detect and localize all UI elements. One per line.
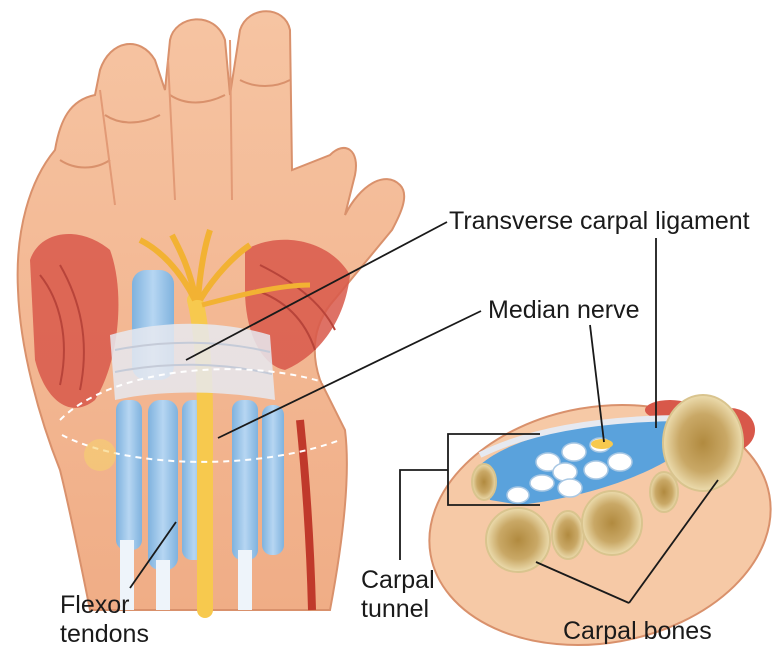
label-flexor-tendons-line1: Flexor: [60, 591, 149, 620]
label-carpal-tunnel: Carpal tunnel: [361, 566, 435, 624]
label-carpal-tunnel-line1: Carpal: [361, 566, 435, 595]
carpal-cross-section: [410, 379, 777, 649]
label-flexor-tendons-line2: tendons: [60, 620, 149, 649]
label-flexor-tendons: Flexor tendons: [60, 591, 149, 649]
hand-illustration: [18, 11, 405, 610]
label-carpal-tunnel-line2: tunnel: [361, 595, 435, 624]
label-median-nerve: Median nerve: [488, 296, 639, 325]
ligament-band: [110, 324, 275, 400]
label-transverse-carpal-ligament: Transverse carpal ligament: [449, 207, 750, 236]
label-carpal-bones: Carpal bones: [563, 617, 712, 646]
